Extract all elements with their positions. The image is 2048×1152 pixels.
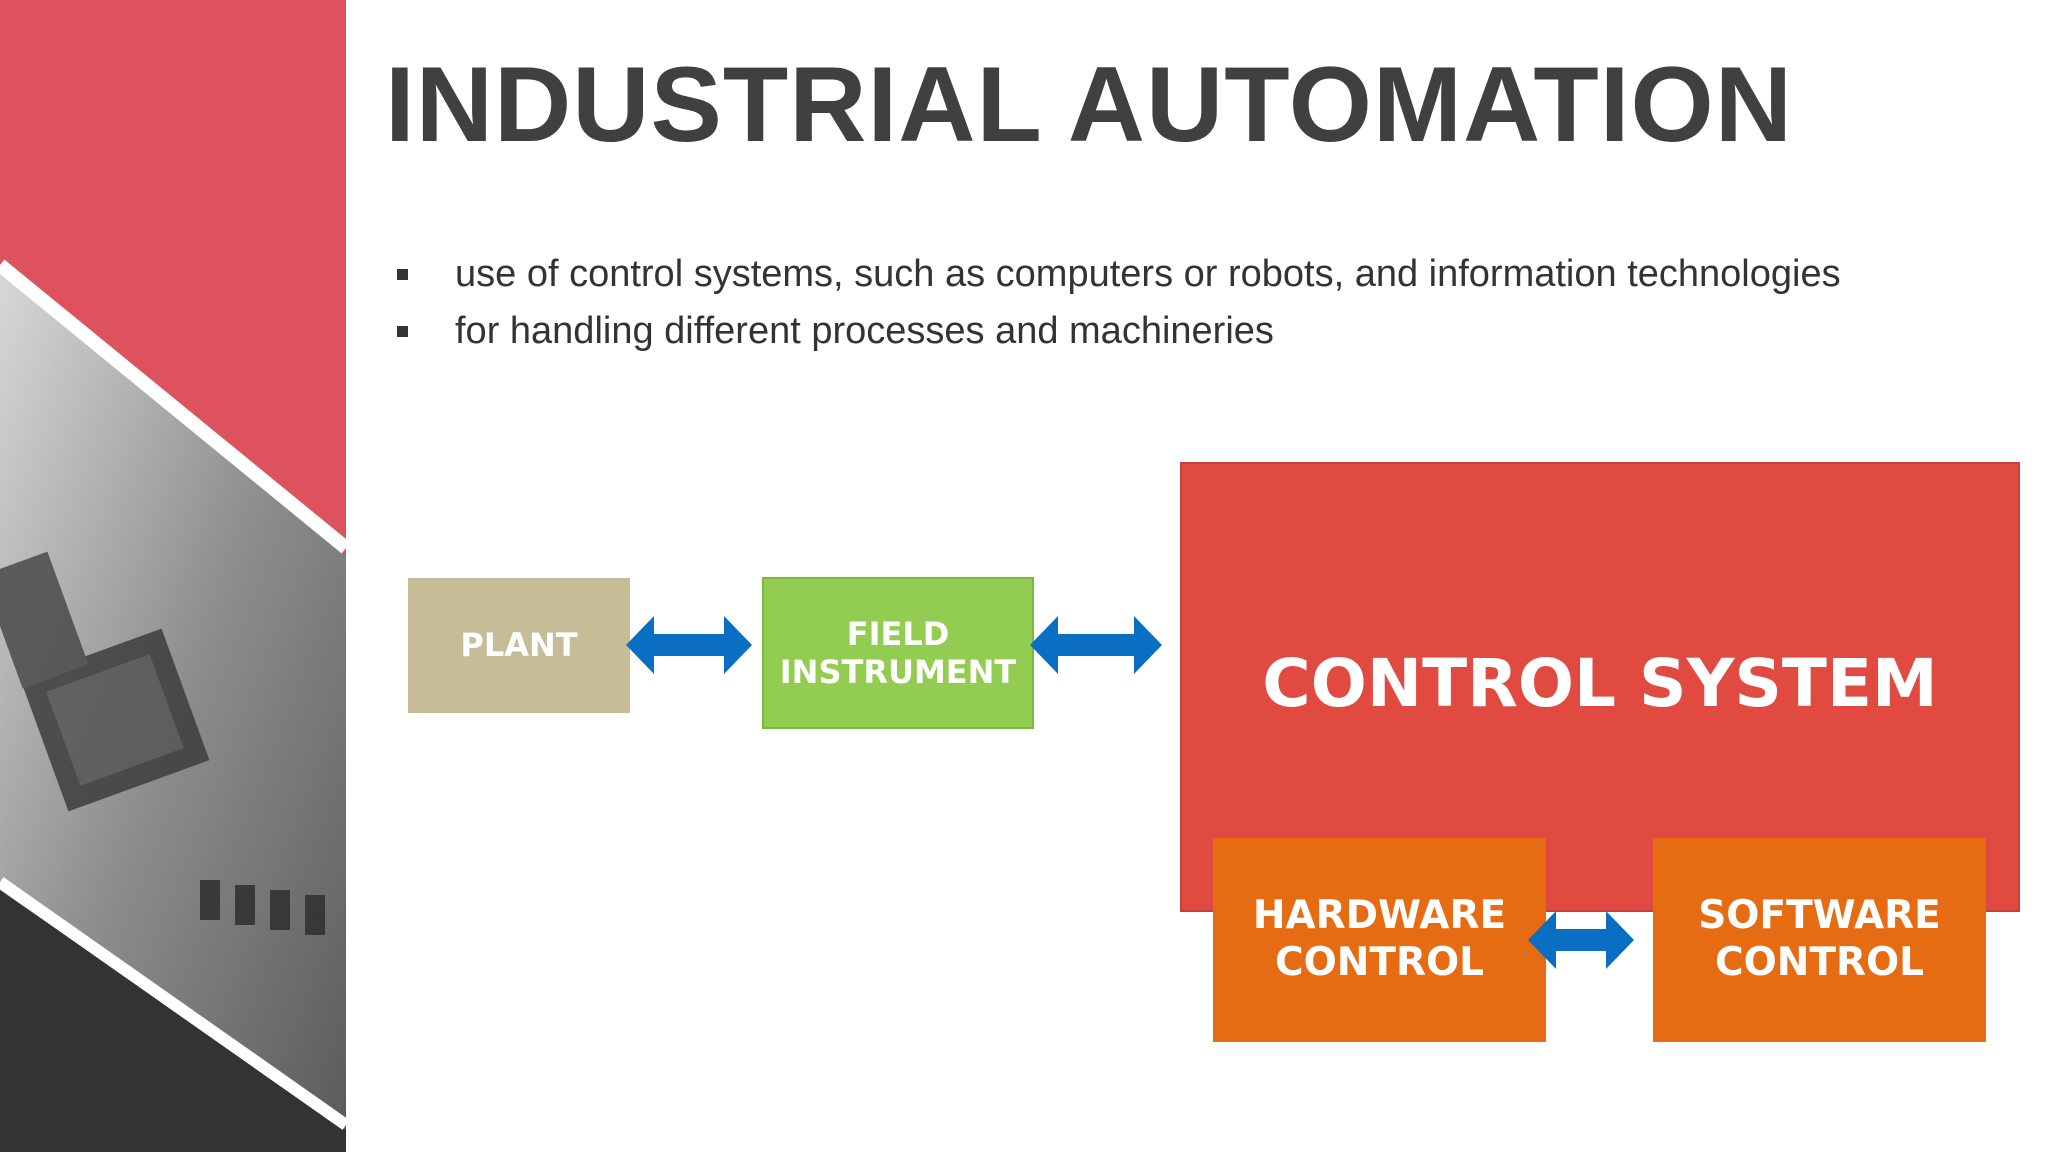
software-control-label: SOFTWARE CONTROL (1698, 893, 1941, 985)
hardware-control-label: HARDWARE CONTROL (1252, 893, 1507, 985)
control-system-label: CONTROL SYSTEM (1262, 645, 1938, 722)
bullet-square-icon (397, 326, 408, 337)
field-control-arrow-icon (1030, 616, 1162, 674)
side-decoration (0, 0, 346, 1152)
bullet-square-icon (397, 269, 408, 280)
bullet-list: use of control systems, such as computer… (397, 246, 1841, 360)
slide-title: INDUSTRIAL AUTOMATION (385, 44, 1793, 164)
chip-shapes (0, 551, 325, 935)
plant-field-arrow-icon (626, 616, 752, 674)
control-system-box: CONTROL SYSTEM (1180, 462, 2020, 912)
field-instrument-box: FIELD INSTRUMENT (762, 577, 1034, 729)
white-divider-upper (0, 259, 346, 554)
dark-corner-panel (0, 890, 346, 1152)
software-control-box: SOFTWARE CONTROL (1653, 838, 1986, 1042)
hardware-software-arrow-icon (1528, 911, 1634, 969)
bullet-text: use of control systems, such as computer… (455, 253, 1841, 295)
hardware-control-box: HARDWARE CONTROL (1213, 838, 1546, 1042)
plant-box: PLANT (408, 578, 630, 713)
field-instrument-label: FIELD INSTRUMENT (779, 614, 1017, 691)
bullet-text: for handling different processes and mac… (455, 310, 1274, 352)
bullet-item: use of control systems, such as computer… (397, 246, 1841, 303)
white-divider-lower (0, 877, 346, 1130)
bullet-item: for handling different processes and mac… (397, 303, 1841, 360)
plant-label: PLANT (460, 626, 578, 665)
